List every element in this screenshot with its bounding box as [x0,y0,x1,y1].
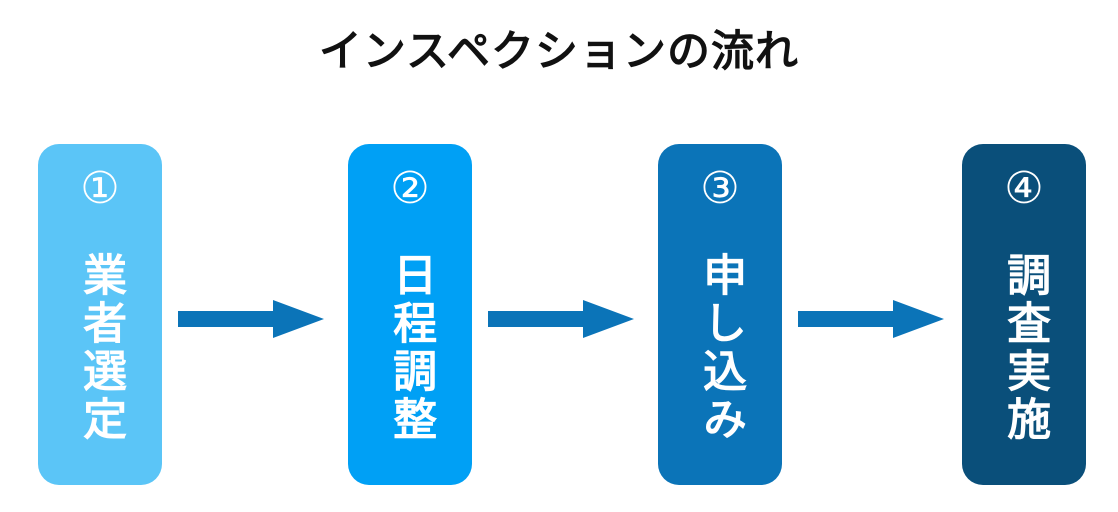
flow-step-3[interactable]: ③ 申し込み [658,144,782,485]
arrow-right-icon [178,300,324,338]
flow-diagram: ① 業者選定 ② 日程調整 ③ 申し込み [38,144,1086,485]
flow-step-1[interactable]: ① 業者選定 [38,144,162,485]
page-title: インスペクションの流れ [318,28,800,76]
arrow-right-icon [488,300,634,338]
flow-step-4-number: ④ [1004,164,1044,213]
flow-arrow-3-to-4 [798,300,944,338]
flow-step-1-label: 業者選定 [76,251,126,444]
flow-arrow-1-to-2 [178,300,324,338]
flow-step-4[interactable]: ④ 調査実施 [962,144,1086,485]
flow-arrow-2-to-3 [488,300,634,338]
flow-step-2-number: ② [390,164,430,213]
flow-step-2-label: 日程調整 [386,251,436,444]
flow-step-1-number: ① [80,164,120,213]
flow-step-4-label: 調査実施 [1000,251,1050,444]
arrow-right-icon [798,300,944,338]
flow-step-3-number: ③ [700,164,740,213]
flow-step-2[interactable]: ② 日程調整 [348,144,472,485]
flow-step-3-label: 申し込み [696,251,746,444]
